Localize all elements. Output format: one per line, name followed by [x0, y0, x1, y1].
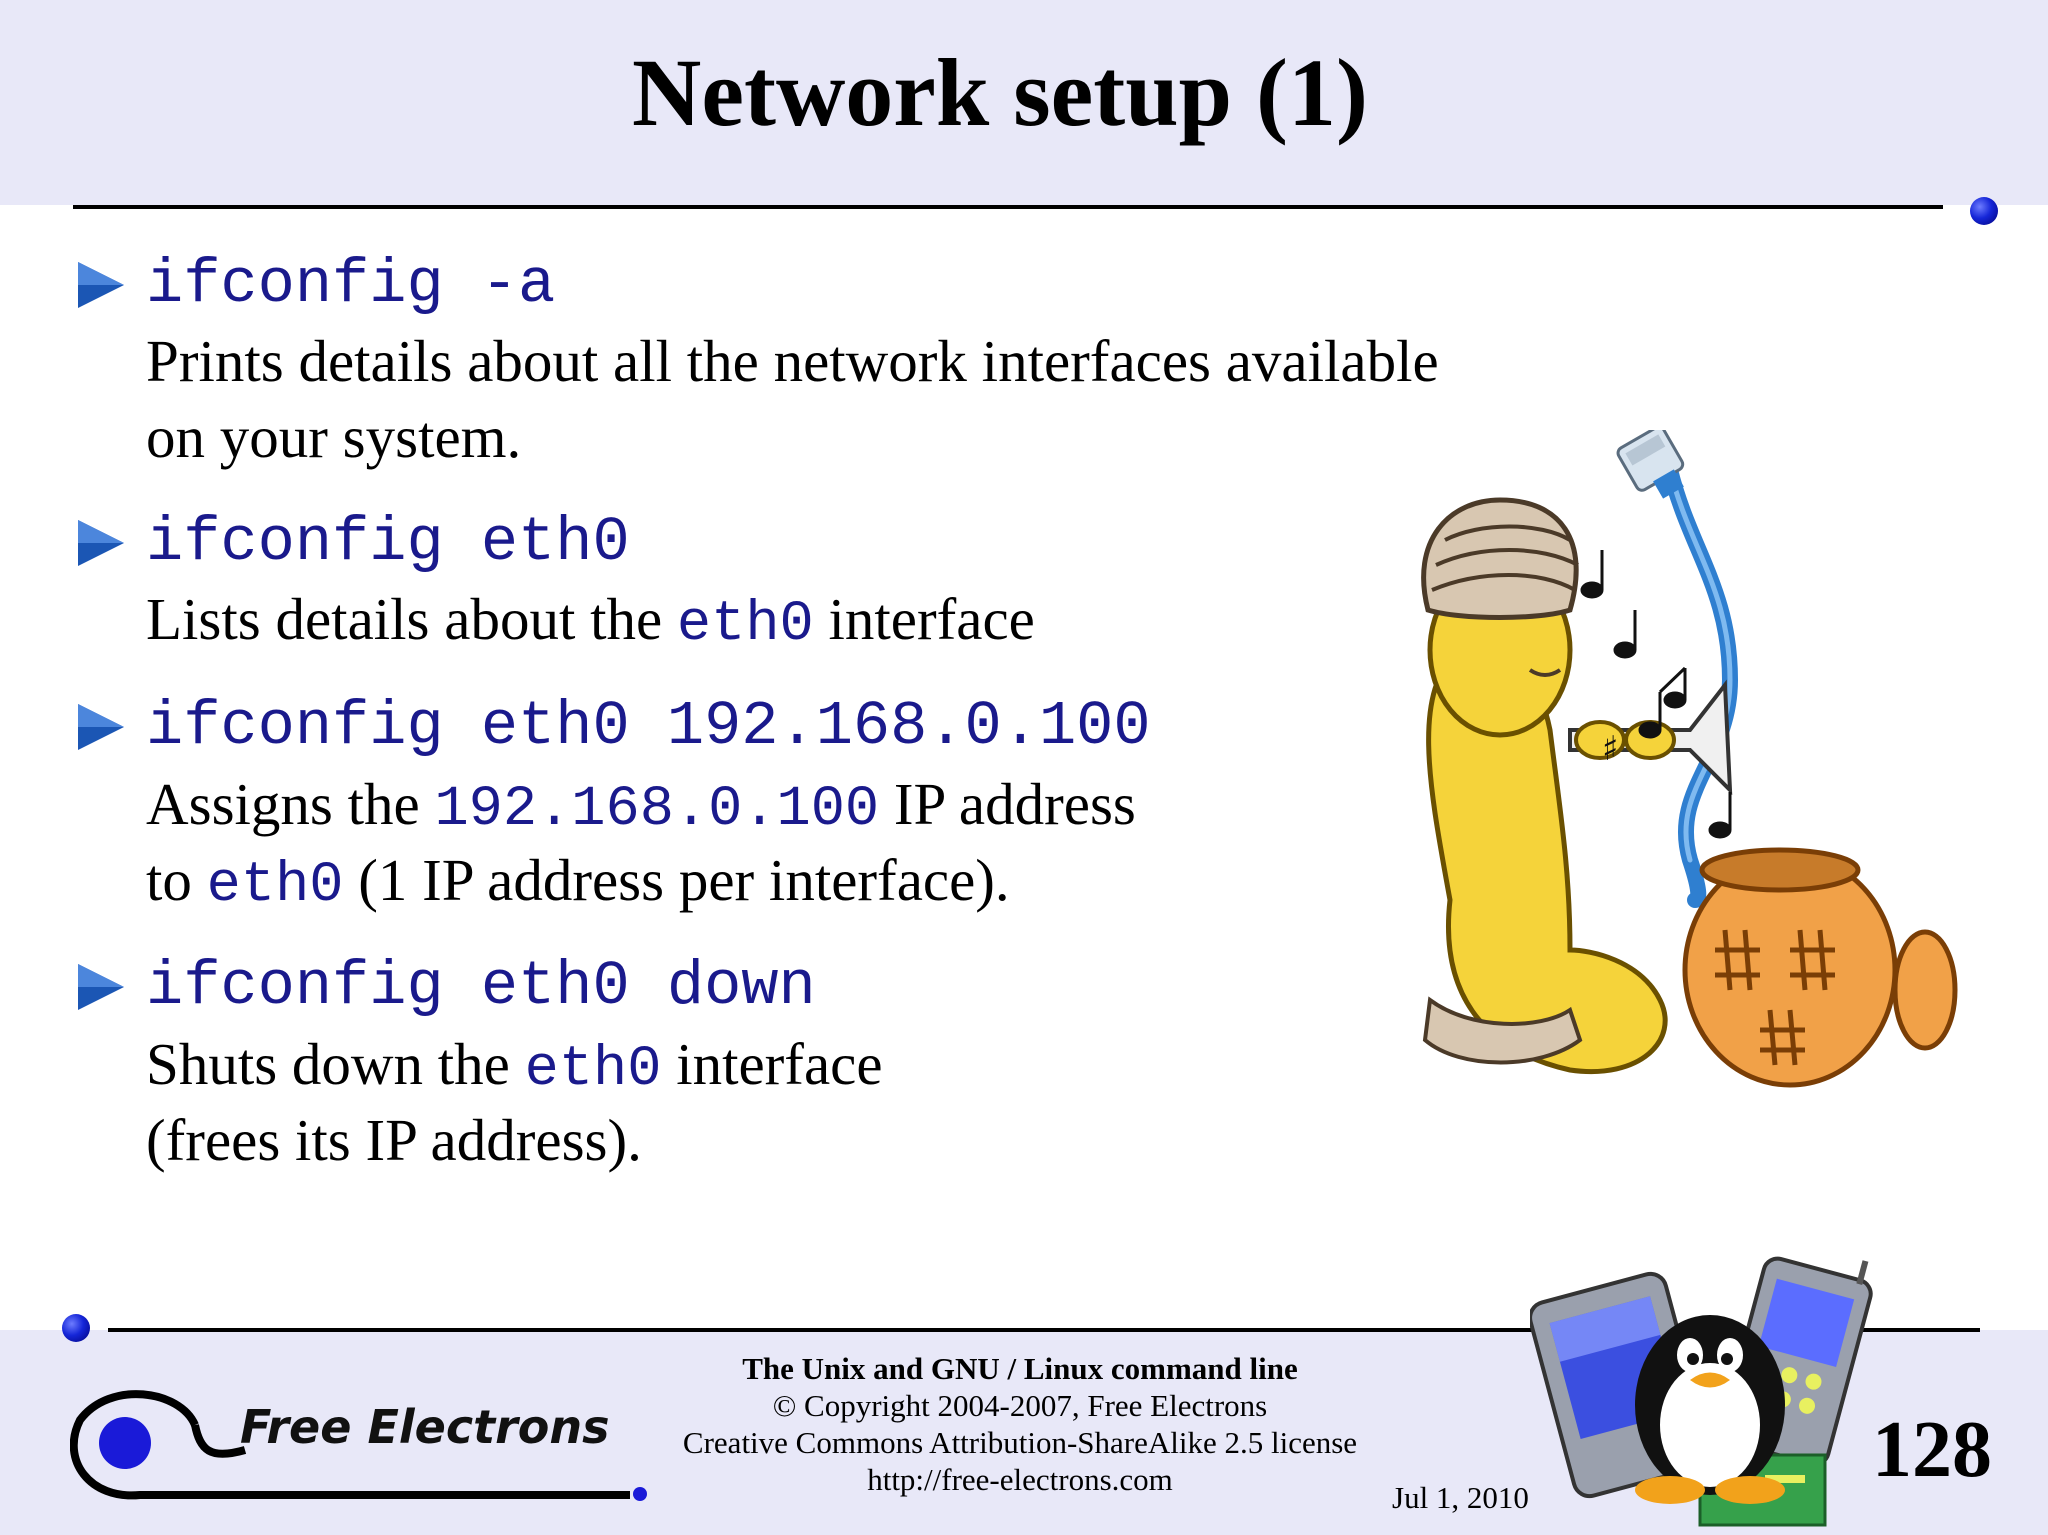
inline-code: eth0 [676, 593, 814, 657]
text-fragment: interface [813, 586, 1035, 652]
command-ifconfig-eth0: ifconfig eth0 [146, 507, 630, 578]
text-fragment: Shuts down the [146, 1031, 525, 1097]
license-line: Creative Commons Attribution-ShareAlike … [682, 1425, 1358, 1460]
footer-rule-dot [62, 1314, 90, 1342]
bullet-arrow-icon [78, 964, 124, 1010]
text-fragment: IP address [879, 771, 1136, 837]
logo-wordmark: Free Electrons [240, 1400, 610, 1454]
description-line: Assigns the 192.168.0.100 IP address [146, 766, 1136, 848]
description-line: Lists details about the eth0 interface [146, 581, 1035, 663]
header-rule-dot [1970, 197, 1998, 225]
bullet-arrow-icon [78, 704, 124, 750]
header-rule [73, 205, 1943, 209]
page-number: 128 [1872, 1406, 1992, 1494]
inline-code: eth0 [524, 1038, 662, 1102]
snake-charmer-illustration: ♯ [1421, 430, 1958, 1088]
footer-rule [108, 1328, 1980, 1332]
svg-text:♯: ♯ [1602, 729, 1618, 769]
copyright-line: © Copyright 2004-2007, Free Electrons [772, 1388, 1268, 1423]
text-fragment: Assigns the [146, 771, 435, 837]
bullet-arrow-icon [78, 262, 124, 308]
description-line: (frees its IP address). [146, 1107, 642, 1173]
free-electrons-logo: Free Electrons [70, 1380, 670, 1510]
command-ifconfig-a: ifconfig -a [146, 249, 556, 320]
footer-credits: The Unix and GNU / Linux command line © … [640, 1350, 1400, 1498]
header-band [0, 0, 2048, 205]
command-ifconfig-eth0-ip: ifconfig eth0 192.168.0.100 [146, 691, 1151, 762]
text-fragment: to [146, 847, 207, 913]
course-title: The Unix and GNU / Linux command line [742, 1351, 1298, 1386]
command-ifconfig-eth0-down: ifconfig eth0 down [146, 951, 816, 1022]
electron-orbit-icon [70, 1390, 647, 1501]
inline-code: eth0 [206, 854, 344, 918]
description-line: Prints details about all the network int… [146, 328, 1439, 394]
text-fragment: interface [661, 1031, 883, 1097]
inline-code: 192.168.0.100 [434, 778, 880, 842]
bullet-arrow-icon [78, 520, 124, 566]
description-line: on your system. [146, 404, 522, 470]
slide-date: Jul 1, 2010 [1392, 1480, 1529, 1515]
website-link[interactable]: http://free-electrons.com [867, 1462, 1173, 1497]
description-line: Shuts down the eth0 interface [146, 1026, 883, 1108]
tux-devices-illustration [1530, 1256, 1873, 1527]
slide-title: Network setup (1) [632, 39, 1368, 146]
text-fragment: (1 IP address per interface). [343, 847, 1010, 913]
text-fragment: Lists details about the [146, 586, 677, 652]
description-line: to eth0 (1 IP address per interface). [146, 842, 1010, 924]
